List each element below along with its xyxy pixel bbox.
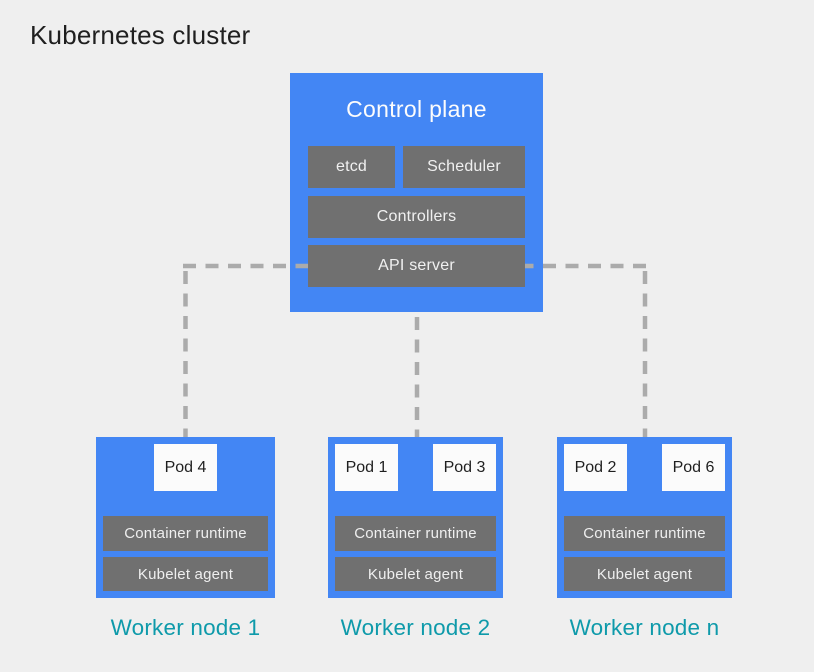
scheduler-box: Scheduler [403,146,525,188]
worker-node-1-box: Pod 4 Container runtime Kubelet agent [96,437,275,598]
pod-1-box: Pod 1 [335,444,398,491]
worker-node-n-box: Pod 2 Pod 6 Container runtime Kubelet ag… [557,437,732,598]
worker-node-n-kubelet-agent-box: Kubelet agent [564,557,725,591]
worker-node-2-container-runtime-box: Container runtime [335,516,496,551]
diagram-title: Kubernetes cluster [30,20,251,50]
worker-node-2-kubelet-agent-box: Kubelet agent [335,557,496,591]
control-plane-box: Control plane etcd Scheduler Controllers… [290,73,543,312]
api-server-box: API server [308,245,525,287]
worker-node-1-label: Worker node 1 [110,615,261,640]
worker-node-1-container-runtime-box: Container runtime [103,516,268,551]
pod-3-box: Pod 3 [433,444,496,491]
control-plane-top-row: etcd Scheduler [308,146,525,188]
worker-node-2-pod-row: Pod 1 Pod 3 [335,444,496,491]
worker-node-2-box: Pod 1 Pod 3 Container runtime Kubelet ag… [328,437,503,598]
worker-node-1-kubelet-agent-box: Kubelet agent [103,557,268,591]
worker-node-n-pod-row: Pod 2 Pod 6 [564,444,725,491]
controllers-box: Controllers [308,196,525,238]
worker-node-n-container-runtime-box: Container runtime [564,516,725,551]
worker-node-2-label: Worker node 2 [340,615,491,640]
worker-node-1-pod-row: Pod 4 [103,444,268,491]
pod-6-box: Pod 6 [662,444,725,491]
worker-node-n-label: Worker node n [569,615,720,640]
pod-4-box: Pod 4 [154,444,217,491]
pod-2-box: Pod 2 [564,444,627,491]
control-plane-title: Control plane [346,96,487,122]
etcd-box: etcd [308,146,395,188]
